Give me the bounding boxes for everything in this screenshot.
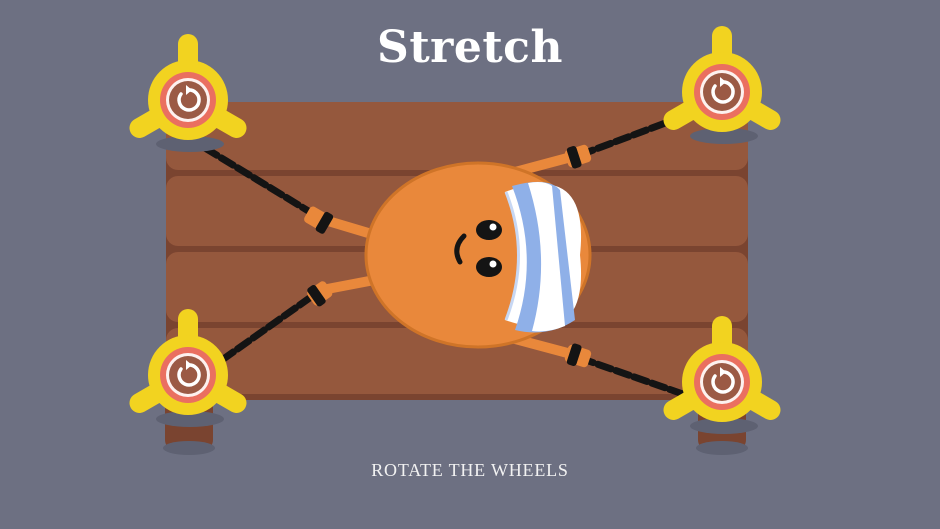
- cuffs: [304, 144, 592, 368]
- wheel-shadow: [690, 128, 758, 144]
- level-title: Stretch: [377, 22, 563, 73]
- table-plank: [166, 102, 748, 170]
- rotate-icon: [177, 85, 201, 112]
- rotate-icon: [177, 360, 201, 387]
- bean-face: [454, 220, 502, 277]
- striped-headband: [504, 181, 582, 333]
- instruction-text: ROTATE THE WHEELS: [371, 460, 569, 480]
- wheel-bottom-left[interactable]: [126, 309, 250, 427]
- right-eye: [476, 257, 502, 277]
- chain-top-left: [201, 144, 319, 219]
- wheel-bottom-right[interactable]: [660, 316, 784, 434]
- chain-bottom-left: [218, 288, 322, 364]
- rotate-icon: [711, 367, 735, 394]
- table-plank: [166, 328, 748, 394]
- table-legs: [163, 395, 748, 455]
- rotate-icon: [711, 77, 735, 104]
- wheel-top-left[interactable]: [126, 34, 250, 152]
- wheel-shadow: [156, 136, 224, 152]
- bean-character: [364, 161, 592, 349]
- chains: [201, 106, 704, 404]
- wheel-top-right[interactable]: [660, 26, 784, 144]
- wheel-shadow: [156, 411, 224, 427]
- chain-bottom-right: [576, 354, 704, 404]
- wheel-shadow: [690, 418, 758, 434]
- mouth: [454, 233, 467, 265]
- left-eye: [476, 220, 502, 240]
